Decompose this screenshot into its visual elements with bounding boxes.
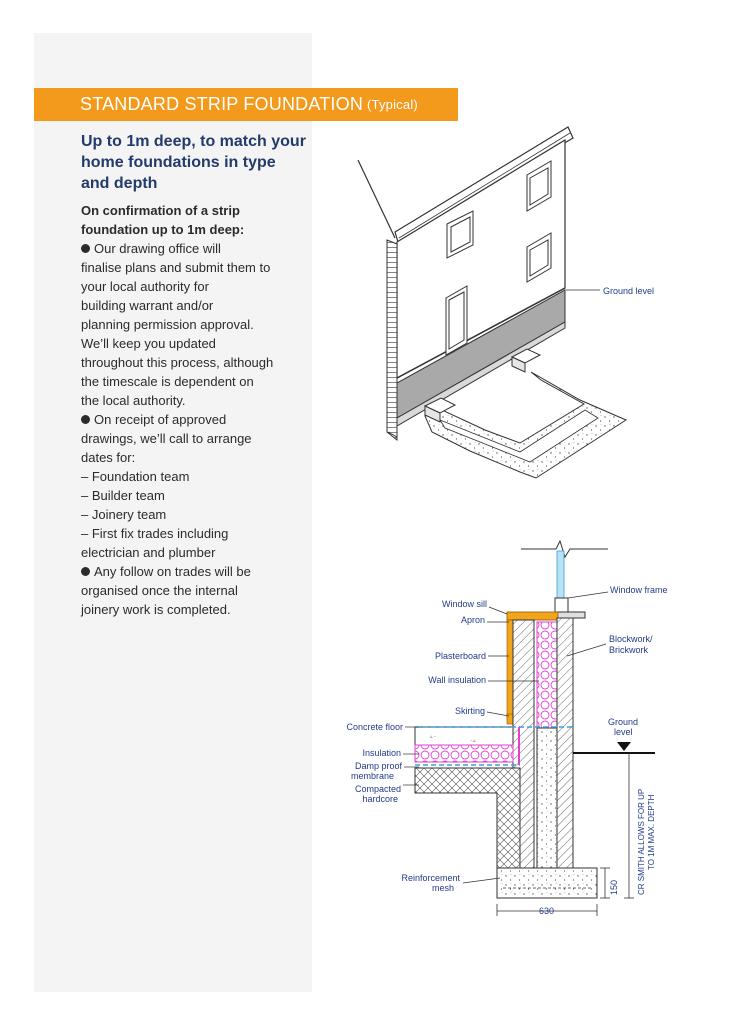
label-reinforcement-2: mesh [432, 883, 454, 893]
body-line-text: We’ll keep you updated [81, 336, 216, 351]
body-line-text: organised once the internal [81, 583, 238, 598]
body-line-text: Our drawing office will [94, 241, 221, 256]
body-line: dates for: [81, 448, 306, 467]
body-line: finalise plans and submit them to [81, 258, 306, 277]
body-line-text: – First fix trades including [81, 526, 229, 541]
body-line: your local authority for [81, 277, 306, 296]
section-diagram: ▵ ◦ ◦ ▵ 630 150 CR SMITH ALLOWS FOR UP T… [346, 539, 668, 916]
house-diagram: Ground level [357, 126, 654, 479]
label-damp-proof-2: membrane [351, 771, 394, 781]
body-text: Our drawing office will finalise plans an… [81, 239, 306, 619]
body-line: the timescale is dependent on [81, 372, 306, 391]
body-line-text: – Foundation team [81, 469, 190, 484]
body-line-text: the timescale is dependent on [81, 374, 254, 389]
svg-text:▵ ◦: ▵ ◦ [430, 734, 436, 740]
body-line-text: electrician and plumber [81, 545, 216, 560]
label-damp-proof-1: Damp proof [355, 761, 403, 771]
body-line-text: – Joinery team [81, 507, 167, 522]
label-window-sill: Window sill [442, 599, 487, 609]
label-reinforcement-1: Reinforcement [401, 873, 460, 883]
bullet-icon [81, 244, 90, 253]
body-line: – Builder team [81, 486, 306, 505]
body-line: – First fix trades including [81, 524, 306, 543]
body-line-text: throughout this process, although [81, 355, 274, 370]
body-line: Our drawing office will [81, 239, 306, 258]
body-line: Any follow on trades will be [81, 562, 306, 581]
body-line-text: finalise plans and submit them to [81, 260, 271, 275]
body-line: drawings, we’ll call to arrange [81, 429, 306, 448]
ground-level-label: Ground level [603, 286, 654, 296]
label-compacted-1: Compacted [355, 784, 401, 794]
label-ground-1: Ground [608, 717, 638, 727]
label-window-frame: Window frame [610, 585, 668, 595]
depth-note-line2: TO 1M MAX. DEPTH [647, 794, 656, 870]
body-line-text: Any follow on trades will be [94, 564, 251, 579]
body-line-text: the local authority. [81, 393, 186, 408]
body-line: electrician and plumber [81, 543, 306, 562]
body-line: On receipt of approved [81, 410, 306, 429]
body-line-text: building warrant and/or [81, 298, 214, 313]
body-line: – Foundation team [81, 467, 306, 486]
label-blockwork-1: Blockwork/ [609, 634, 653, 644]
intro-heading: On confirmation of a strip foundation up… [81, 203, 245, 237]
subtitle: Up to 1m deep, to match your home founda… [81, 133, 306, 192]
label-blockwork-2: Brickwork [609, 645, 649, 655]
label-ground-2: level [614, 727, 633, 737]
dim-width-label: 630 [539, 906, 554, 916]
header-title-suffix: (Typical) [367, 97, 418, 112]
depth-note-line1: CR SMITH ALLOWS FOR UP [637, 789, 646, 895]
dim-depth-label: 150 [609, 880, 619, 895]
body-line: building warrant and/or [81, 296, 306, 315]
text-panel [34, 33, 312, 992]
body-line: – Joinery team [81, 505, 306, 524]
section-header: STANDARD STRIP FOUNDATION (Typical) [34, 88, 458, 121]
label-plasterboard: Plasterboard [435, 651, 486, 661]
body-line: throughout this process, although [81, 353, 306, 372]
body-line-text: – Builder team [81, 488, 165, 503]
body-line: We’ll keep you updated [81, 334, 306, 353]
body-line-text: On receipt of approved [94, 412, 227, 427]
body-line: the local authority. [81, 391, 306, 410]
label-compacted-2: hardcore [362, 794, 398, 804]
bullet-icon [81, 415, 90, 424]
body-line-text: your local authority for [81, 279, 209, 294]
body-line: organised once the internal [81, 581, 306, 600]
svg-text:◦ ▵: ◦ ▵ [470, 738, 476, 744]
bullet-icon [81, 567, 90, 576]
label-wall-insulation: Wall insulation [428, 675, 486, 685]
label-skirting: Skirting [455, 706, 485, 716]
body-line-text: dates for: [81, 450, 136, 465]
label-apron: Apron [461, 615, 485, 625]
body-line-text: drawings, we’ll call to arrange [81, 431, 252, 446]
header-title: STANDARD STRIP FOUNDATION [80, 94, 364, 114]
label-concrete-floor: Concrete floor [346, 722, 403, 732]
body-line: planning permission approval. [81, 315, 306, 334]
body-line-text: joinery work is completed. [81, 602, 231, 617]
label-insulation: Insulation [362, 748, 401, 758]
body-line: joinery work is completed. [81, 600, 306, 619]
body-line-text: planning permission approval. [81, 317, 254, 332]
